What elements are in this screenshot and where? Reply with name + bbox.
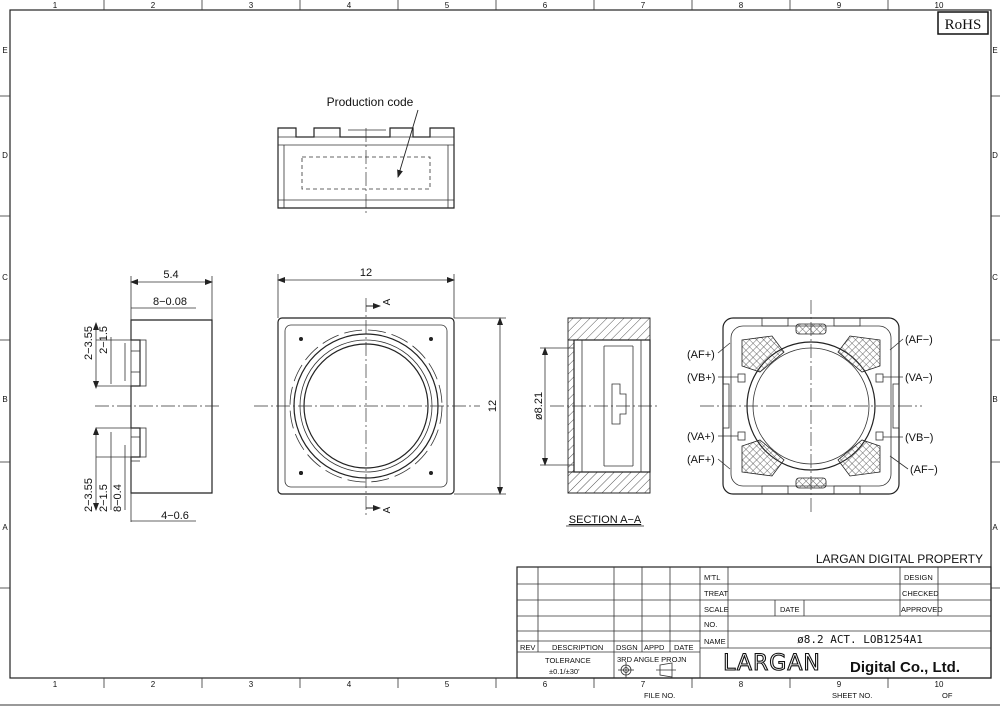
col-label: 7	[641, 1, 646, 10]
col-label: 5	[445, 1, 450, 10]
production-code-label: Production code	[327, 95, 414, 109]
dim-width: 5.4	[163, 269, 178, 281]
col-label: 3	[249, 1, 254, 10]
col-label: 10	[935, 1, 944, 10]
pin-label-left: (AF+)	[687, 454, 715, 466]
tb-name-value: ø8.2 ACT. LOB1254A1	[797, 633, 923, 646]
tb-date-label: DATE	[780, 605, 799, 614]
pin-label-left: (VA+)	[687, 431, 715, 443]
row-label: A	[992, 523, 998, 532]
tb-row-label: M'TL	[704, 573, 720, 582]
col-label: 1	[53, 680, 58, 689]
tb-tolerance-value: ±0.1/±30'	[549, 667, 580, 676]
largan-logo: LARGAN	[723, 651, 821, 676]
dim-front-height: 12	[487, 400, 499, 412]
tb-dsgn-header: DSGN	[616, 643, 638, 652]
tb-projection: 3RD ANGLE PROJN	[617, 655, 687, 664]
pin-label-right: (VA−)	[905, 372, 933, 384]
side-view: 5.4 8−0.08 2−3.55 2−1.5 2−3.55 2−1.5 8−0…	[83, 269, 222, 522]
col-label: 4	[347, 680, 352, 689]
col-label: 2	[151, 1, 156, 10]
pin-label-left: (VB+)	[687, 372, 715, 384]
dim-bottom-pin-outer: 2−3.55	[83, 478, 95, 512]
col-label: 7	[641, 680, 646, 689]
tb-rev-header: REV	[520, 643, 535, 652]
col-label: 6	[543, 680, 548, 689]
col-label: 9	[837, 1, 842, 10]
section-view: ø8.21 SECTION A−A	[533, 317, 660, 527]
row-label: C	[992, 273, 998, 282]
col-label: 8	[739, 680, 744, 689]
top-view: Production code	[277, 95, 455, 214]
title-block: LARGAN DIGITAL PROPERTY	[516, 552, 992, 700]
col-label: 5	[445, 680, 450, 689]
col-label: 4	[347, 1, 352, 10]
row-label: B	[992, 395, 997, 404]
col-label: 6	[543, 1, 548, 10]
pin-label-right: (AF−)	[905, 334, 933, 346]
tb-date-header: DATE	[674, 643, 693, 652]
tb-approved-label: APPROVED	[901, 605, 943, 614]
dim-bottom-pin-inner: 2−1.5	[98, 484, 110, 512]
tb-desc-header: DESCRIPTION	[552, 643, 603, 652]
dim-bottom-pin-small: 8−0.4	[112, 484, 124, 512]
section-marker-top: A	[382, 298, 393, 305]
company-name: Digital Co., Ltd.	[850, 659, 960, 676]
row-label: E	[992, 46, 997, 55]
row-label: D	[2, 151, 8, 160]
col-label: 10	[935, 680, 944, 689]
dim-bottom-width: 4−0.6	[161, 510, 189, 522]
dim-top-pin-outer: 2−3.55	[83, 326, 95, 360]
rohs-label: RoHS	[945, 17, 982, 33]
pin-label-right: (VB−)	[905, 432, 933, 444]
tb-checked-label: CHECKED	[902, 589, 939, 598]
rohs-mark: RoHS	[937, 11, 989, 35]
dim-diameter: ø8.21	[533, 392, 545, 420]
section-marker-bottom: A	[382, 506, 393, 513]
col-label: 2	[151, 680, 156, 689]
dim-top-pin-inner: 2−1.5	[98, 326, 110, 354]
tb-tolerance-label: TOLERANCE	[545, 656, 591, 665]
row-label: C	[2, 273, 8, 282]
company-property: LARGAN DIGITAL PROPERTY	[816, 552, 983, 566]
pin-label-left: (AF+)	[687, 349, 715, 361]
row-label: A	[2, 523, 8, 532]
row-label: E	[2, 46, 7, 55]
sheet-no-label: SHEET NO.	[832, 691, 872, 700]
front-view: A A 12 12	[254, 267, 506, 516]
projection-symbol	[618, 662, 676, 678]
tb-row-label: SCALE	[704, 605, 729, 614]
section-label: SECTION A−A	[569, 514, 642, 526]
row-label: B	[2, 395, 7, 404]
dim-front-width: 12	[360, 267, 372, 279]
bottom-view: (AF+) (VB+) (VA+) (AF+) (AF−) (VA−) (VB−…	[687, 300, 938, 512]
col-label: 1	[53, 1, 58, 10]
pin-label-right: (AF−)	[910, 464, 938, 476]
tb-row-label: TREAT	[704, 589, 728, 598]
of-label: OF	[942, 691, 953, 700]
row-label: D	[992, 151, 998, 160]
dim-inner-width: 8−0.08	[153, 296, 187, 308]
tb-row-label: NO.	[704, 620, 717, 629]
tb-appd-header: APPD	[644, 643, 665, 652]
tb-row-label: NAME	[704, 637, 726, 646]
col-label: 3	[249, 680, 254, 689]
file-no-label: FILE NO.	[644, 691, 675, 700]
tb-design-label: DESIGN	[904, 573, 933, 582]
col-label: 9	[837, 680, 842, 689]
col-label: 8	[739, 1, 744, 10]
